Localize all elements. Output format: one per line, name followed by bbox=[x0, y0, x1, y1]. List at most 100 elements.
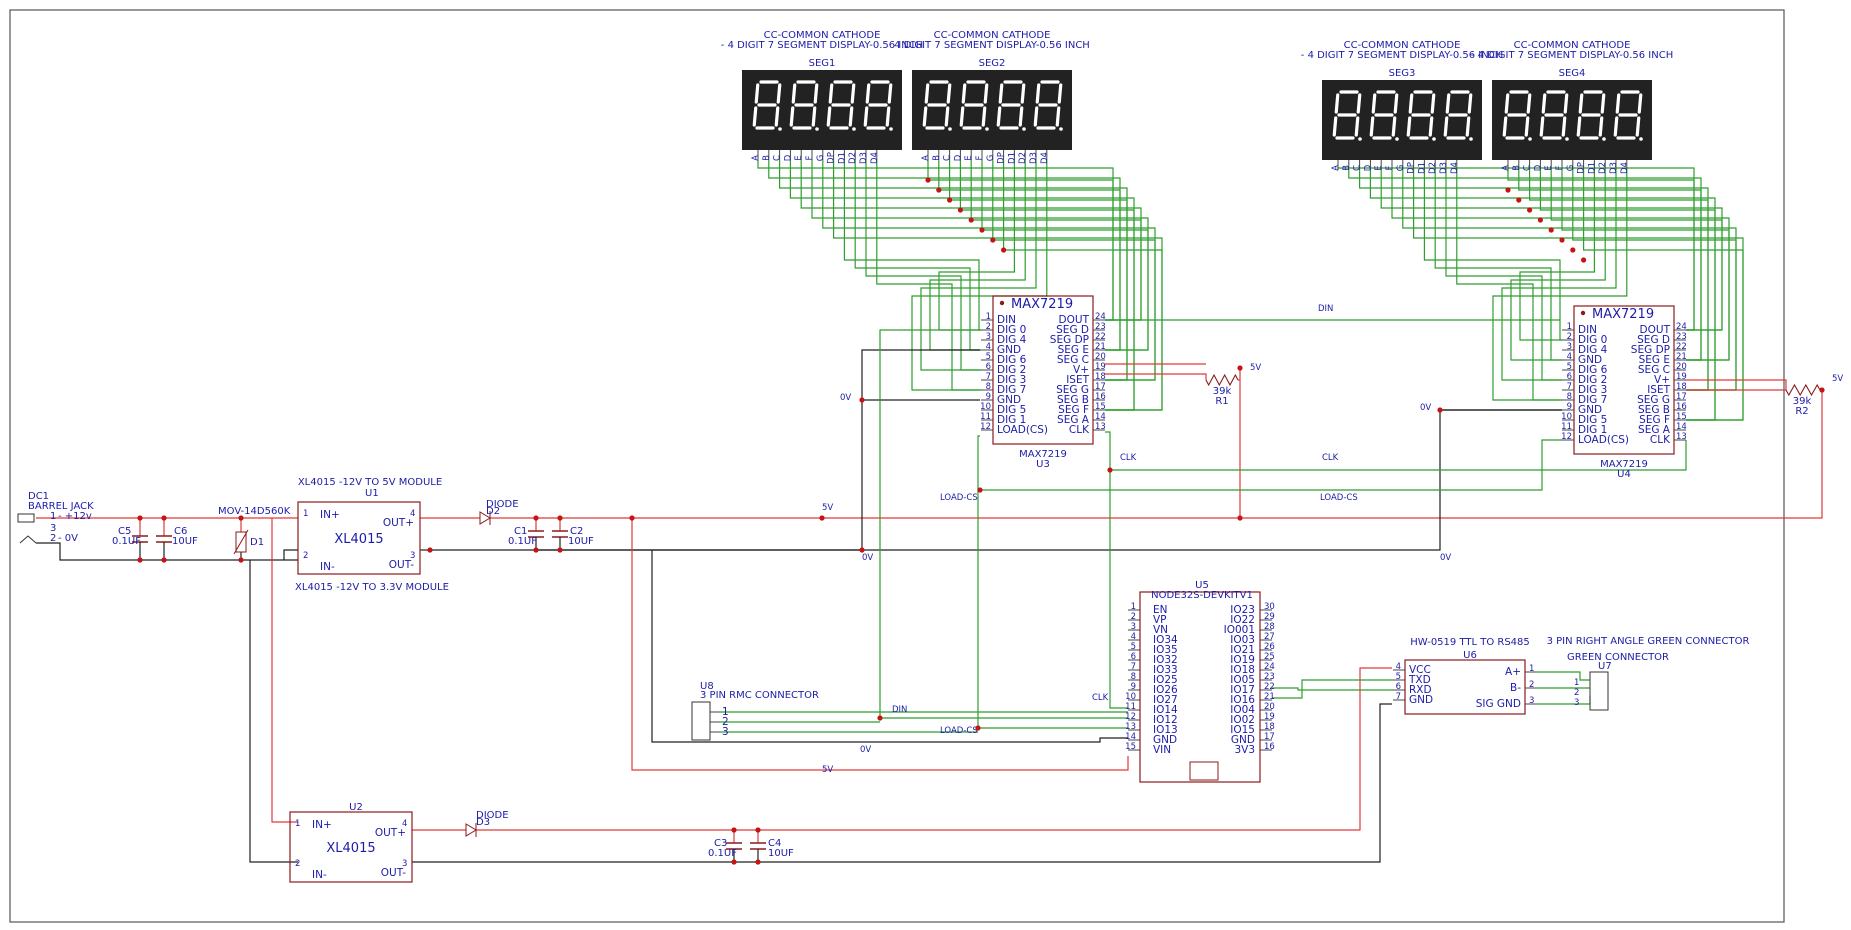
pin-name: DIG 0 bbox=[997, 324, 1026, 336]
pin-name: IO04 bbox=[1230, 704, 1255, 716]
wire-gnd-rs485 bbox=[412, 703, 1392, 863]
node32s-module bbox=[1128, 591, 1272, 783]
pin-name: SEG DP bbox=[1631, 344, 1670, 356]
decimal-point bbox=[948, 127, 952, 131]
decimal-point bbox=[778, 127, 782, 131]
xl4015-module bbox=[297, 501, 421, 575]
dc1-net1: - +12v bbox=[58, 511, 92, 522]
pin-name: DOUT bbox=[1059, 314, 1090, 326]
junction-dot bbox=[1537, 217, 1543, 223]
pin-number: 10 bbox=[1125, 692, 1136, 702]
segment-wire bbox=[1002, 160, 1163, 411]
display-pin-label: B bbox=[932, 155, 942, 161]
pin-name: IO34 bbox=[1153, 634, 1178, 646]
pin-number: 8 bbox=[1567, 392, 1572, 402]
u8-ref: U8 bbox=[700, 681, 714, 692]
pin-number: 18 bbox=[1264, 722, 1275, 732]
pin-number: 16 bbox=[1676, 402, 1687, 412]
junction-dot bbox=[137, 515, 143, 521]
pin-number: 4 bbox=[410, 509, 415, 519]
display-pin-label: D1 bbox=[1007, 152, 1017, 164]
c3-value: 0.1UF bbox=[708, 848, 737, 859]
pin-number: 1 bbox=[1131, 602, 1136, 612]
pin-number: 13 bbox=[1676, 432, 1687, 442]
pin-name: OUT+ bbox=[375, 827, 406, 839]
pin-name: IO001 bbox=[1224, 624, 1255, 636]
wire-0v-in bbox=[36, 542, 298, 561]
dc1-ref: DC1 bbox=[28, 491, 49, 502]
pin-number: 23 bbox=[1676, 332, 1687, 342]
pin1-marker bbox=[999, 300, 1005, 306]
pin-name: DIN bbox=[997, 314, 1016, 326]
segment bbox=[1539, 116, 1545, 137]
pin-number: 26 bbox=[1264, 642, 1275, 652]
module-name: XL4015 bbox=[326, 841, 375, 856]
pin-name: VIN bbox=[1153, 744, 1171, 756]
c6-value: 10UF bbox=[172, 536, 198, 547]
d2-ref: D2 bbox=[486, 506, 500, 517]
mov-varistor bbox=[233, 529, 249, 555]
pin-name: DIG 6 bbox=[997, 354, 1027, 366]
junction-dot bbox=[1819, 387, 1825, 393]
segment bbox=[1371, 93, 1377, 114]
wire-din-mcu bbox=[879, 329, 1128, 719]
pin-name: IO14 bbox=[1153, 704, 1178, 716]
pin1-marker bbox=[1580, 310, 1586, 316]
pin-name: VN bbox=[1153, 624, 1168, 636]
pin-number: 12 bbox=[980, 422, 991, 432]
junction-dot bbox=[1237, 515, 1243, 521]
pin-name: SEG A bbox=[1638, 424, 1671, 436]
display-title: CC-COMMON CATHODE bbox=[934, 30, 1051, 41]
pin-number: 24 bbox=[1264, 662, 1275, 672]
pin-name: OUT- bbox=[389, 559, 414, 571]
mov-ref: D1 bbox=[250, 537, 264, 548]
pin-name: DIG 3 bbox=[1578, 384, 1607, 396]
pin-name: SIG GND bbox=[1476, 698, 1521, 710]
segment bbox=[848, 106, 854, 127]
display-pin-label: D bbox=[1533, 164, 1543, 171]
pin-name: IN+ bbox=[312, 819, 332, 831]
pin-name: DOUT bbox=[1640, 324, 1671, 336]
decimal-point bbox=[1528, 137, 1532, 141]
mcu-ref: U5 bbox=[1195, 580, 1209, 591]
pin-number: 24 bbox=[1676, 322, 1687, 332]
segment bbox=[998, 83, 1004, 104]
junction-dot bbox=[238, 557, 244, 563]
capacitor bbox=[552, 518, 568, 550]
max7219-title: MAX7219 bbox=[1011, 297, 1073, 312]
pin-name: SEG C bbox=[1638, 364, 1670, 376]
segment bbox=[924, 83, 930, 104]
pin-number: 9 bbox=[1567, 402, 1572, 412]
junction-dot bbox=[968, 217, 974, 223]
pin-name: SEG B bbox=[1057, 394, 1089, 406]
pin-name: IO15 bbox=[1230, 724, 1255, 736]
net-label-load-cs: LOAD-CS bbox=[940, 726, 978, 736]
segment bbox=[946, 83, 952, 104]
pin-number: 23 bbox=[1095, 322, 1106, 332]
d3-label: DIODE bbox=[476, 810, 509, 821]
junction-dot bbox=[427, 547, 433, 553]
pin-name: SEG D bbox=[1056, 324, 1089, 336]
net-label-clk: CLK bbox=[1120, 453, 1137, 463]
pin-number: 16 bbox=[1095, 392, 1106, 402]
display-pin-label: D4 bbox=[870, 152, 880, 164]
display-pin-label: D3 bbox=[1439, 162, 1449, 174]
segment bbox=[885, 106, 891, 127]
junction-dot bbox=[731, 827, 737, 833]
pin-number: 4 bbox=[1396, 662, 1401, 672]
pin-name: IO17 bbox=[1230, 684, 1255, 696]
max7219-chip-2 bbox=[1562, 305, 1686, 455]
pin-number: 16 bbox=[1264, 742, 1275, 752]
pin-number: 19 bbox=[1095, 362, 1106, 372]
pin-name: IO33 bbox=[1153, 664, 1178, 676]
pin-number: 2 bbox=[303, 551, 308, 561]
pin-name: IO19 bbox=[1230, 654, 1255, 666]
pin-name: SEG D bbox=[1637, 334, 1670, 346]
segment bbox=[1393, 93, 1399, 114]
display-name: SEG1 bbox=[809, 58, 836, 69]
pin-name: B- bbox=[1510, 682, 1521, 694]
digit-wire bbox=[1519, 170, 1596, 341]
rs485-module bbox=[1393, 659, 1537, 715]
segment bbox=[1391, 116, 1397, 137]
decimal-point bbox=[1469, 137, 1473, 141]
